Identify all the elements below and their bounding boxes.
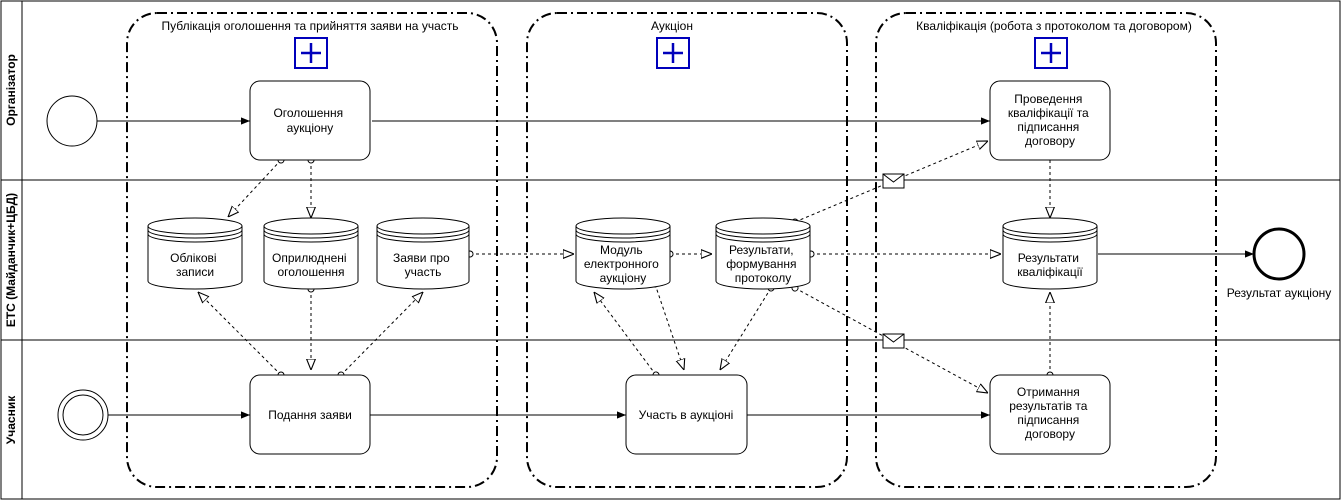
end-event-label: Результат аукціону [1227, 286, 1332, 300]
datastore-records-line: записи [176, 265, 214, 279]
envelope-icon [882, 333, 905, 349]
task-announce[interactable]: Оголошення аукціону [249, 80, 371, 161]
datastore-published-line: Оприлюднені [272, 251, 347, 265]
task-qualify-line: договору [1025, 134, 1075, 148]
datastore-records-line: Облікові [170, 251, 216, 265]
start-event-organizer[interactable] [46, 95, 98, 147]
task-submit[interactable]: Подання заяви [249, 374, 371, 455]
svg-text:Облікові записи: Облікові записи [170, 251, 220, 279]
datastore-qualification-results-line: кваліфікації [1017, 265, 1083, 279]
datastore-published[interactable]: Оприлюднені оголошення [263, 217, 359, 290]
lane-title-organizer: Організатор [4, 54, 18, 126]
task-submit-line: Подання заяви [268, 408, 352, 422]
assoc-participate-to-module [594, 292, 656, 375]
svg-text:Результати кваліфікації: Результати кваліфікації [1017, 251, 1083, 279]
task-qualify-line: кваліфікації та [1008, 106, 1089, 120]
svg-text:Оприлюднені оголошення: Оприлюднені оголошення [272, 251, 350, 279]
lane-title-ets: ЕТС (Майданчик+ЦБД) [4, 193, 18, 327]
start-event-participant[interactable] [57, 389, 109, 441]
expand-plus-icon[interactable] [294, 37, 328, 69]
datastore-results-line: протоколу [735, 271, 791, 285]
task-receive-line: Отримання [1017, 385, 1080, 399]
svg-text:Отримання результатів та: Отримання результатів та підписання дого… [1009, 385, 1091, 441]
datastore-module[interactable]: Модуль електронного аукціону [575, 217, 671, 290]
task-qualify[interactable]: Проведення кваліфікації та підписання до… [989, 80, 1111, 161]
task-participate-line: Участь в аукціоні [639, 408, 734, 422]
svg-text:Проведення кваліфікації: Проведення кваліфікації та підписання до… [1008, 92, 1092, 148]
assoc-announce-to-records [228, 160, 281, 217]
datastore-applications-line: участь [405, 265, 442, 279]
task-announce-line: аукціону [287, 121, 334, 135]
lane-title-participant: Учасник [4, 395, 18, 444]
svg-text:Подання заяви: Подання заяви [268, 408, 352, 422]
subprocess-qualification[interactable]: Кваліфікація (робота з протоколом та дог… [875, 12, 1217, 488]
datastore-results-line: формування [726, 257, 796, 271]
datastore-results-line: Результати, [729, 243, 794, 257]
datastore-module-line: Модуль [600, 243, 643, 257]
task-qualify-line: підписання [1017, 120, 1079, 134]
datastore-applications[interactable]: Заяви про участь [376, 217, 470, 290]
envelope-icon [882, 173, 905, 189]
svg-text:Оголошення аукціону: Оголошення аукціону [273, 106, 346, 135]
task-participate[interactable]: Участь в аукціоні [625, 374, 748, 455]
assoc-submit-to-records [198, 292, 281, 375]
svg-text:Заяви про участь: Заяви про участь [393, 251, 453, 279]
subprocess-publication-title: Публікація оголошення та прийняття заяви… [161, 19, 458, 33]
datastore-published-line: оголошення [277, 265, 344, 279]
datastore-records[interactable]: Облікові записи [147, 217, 243, 290]
expand-plus-icon[interactable] [1034, 37, 1068, 69]
svg-text:Участь в аукціоні: Участь в аукціоні [639, 408, 734, 422]
datastore-results[interactable]: Результати, формування протоколу [715, 217, 811, 290]
end-event[interactable] [1252, 227, 1306, 281]
assoc-results-to-participate [720, 288, 771, 370]
task-receive[interactable]: Отримання результатів та підписання дого… [989, 374, 1111, 455]
svg-text:Модуль електронного: Модуль електронного аукціону [584, 243, 662, 285]
assoc-submit-to-applications [341, 292, 423, 375]
subprocess-qualification-title: Кваліфікація (робота з протоколом та дог… [916, 19, 1192, 33]
task-receive-line: підписання [1017, 413, 1079, 427]
task-receive-line: договору [1025, 427, 1075, 441]
sequence-flows [97, 117, 1254, 419]
datastore-applications-line: Заяви про [393, 251, 450, 265]
datastore-qualification-results-line: Результати [1018, 251, 1079, 265]
task-receive-line: результатів та [1009, 399, 1088, 413]
subprocess-publication[interactable]: Публікація оголошення та прийняття заяви… [126, 12, 498, 488]
task-announce-line: Оголошення [273, 106, 343, 120]
expand-plus-icon[interactable] [656, 37, 690, 69]
svg-text:Результати, формування: Результати, формування протоколу [726, 243, 800, 285]
datastore-qualification-results[interactable]: Результати кваліфікації [1002, 217, 1098, 290]
datastore-module-line: електронного [584, 257, 659, 271]
task-qualify-line: Проведення [1014, 92, 1082, 106]
subprocess-auction-title: Аукціон [651, 19, 693, 33]
datastore-module-line: аукціону [600, 271, 647, 285]
